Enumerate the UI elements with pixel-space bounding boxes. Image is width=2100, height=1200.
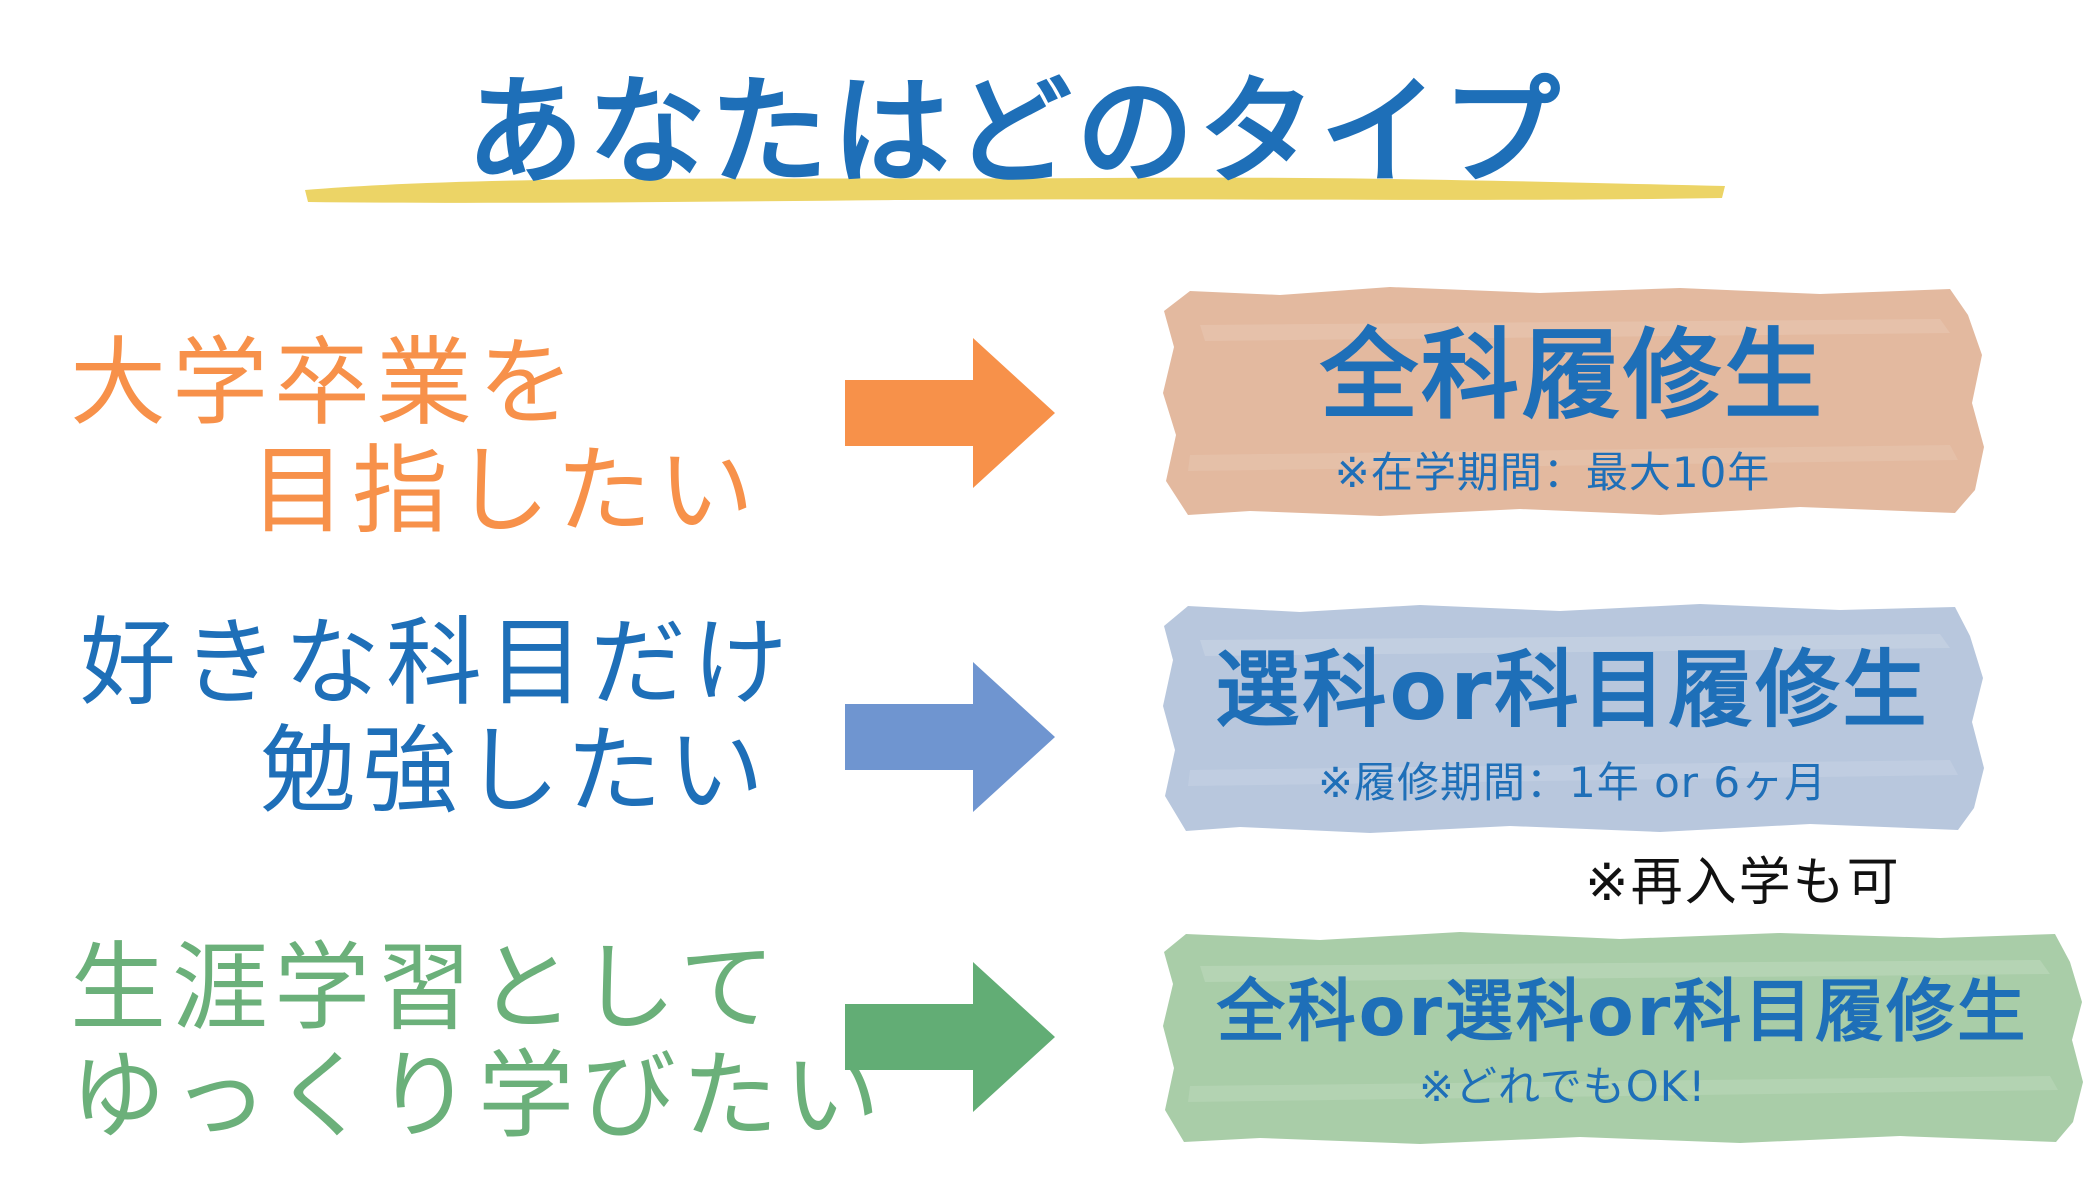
- row-1-course-name: 全科履修生: [1319, 319, 1825, 433]
- row-1-tape-bg: [1163, 287, 1984, 516]
- row-2-course-tape: 選科or科目履修生 ※履修期間：1年 or 6ヶ月: [1160, 602, 1985, 834]
- row-1-course-tape: 全科履修生 ※在学期間：最大10年: [1160, 285, 1985, 517]
- row-2-label: 好きな科目だけ 勉強したい: [80, 607, 794, 827]
- row-3-label-line-2: ゆっくり学びたい: [70, 1039, 886, 1152]
- row-2-course-note: ※履修期間：1年 or 6ヶ月: [1317, 758, 1828, 807]
- row-2-arrow-icon: [845, 662, 1055, 812]
- row-1-course-note: ※在学期間：最大10年: [1334, 448, 1771, 497]
- row-1-label: 大学卒業を 目指したい: [70, 327, 760, 547]
- row-2-tape-bg: [1163, 604, 1984, 833]
- row-1-arrow-icon: [845, 338, 1055, 488]
- row-1-label-line-2: 目指したい: [250, 434, 760, 547]
- row-3-course-tape: 全科or選科or科目履修生 ※どれでもOK!: [1160, 930, 2085, 1145]
- row-3-label: 生涯学習として ゆっくり学びたい: [70, 932, 886, 1152]
- row-3-arrow-icon: [845, 962, 1055, 1112]
- row-3-course-name: 全科or選科or科目履修生: [1216, 973, 2029, 1052]
- row-2-course-name: 選科or科目履修生: [1215, 641, 1930, 739]
- page-title: あなたはどのタイプ: [465, 63, 1564, 201]
- row-1-label-line-1: 大学卒業を: [70, 327, 580, 439]
- row-3-tape-bg: [1163, 932, 2083, 1144]
- row-2-label-line-1: 好きな科目だけ: [80, 607, 794, 719]
- row-2-label-line-2: 勉強したい: [260, 714, 770, 827]
- readmission-note: ※再入学も可: [1585, 853, 1901, 913]
- title-underline: [305, 177, 1725, 203]
- row-3-label-line-1: 生涯学習として: [70, 932, 782, 1044]
- row-3-course-note: ※どれでもOK!: [1418, 1062, 1707, 1111]
